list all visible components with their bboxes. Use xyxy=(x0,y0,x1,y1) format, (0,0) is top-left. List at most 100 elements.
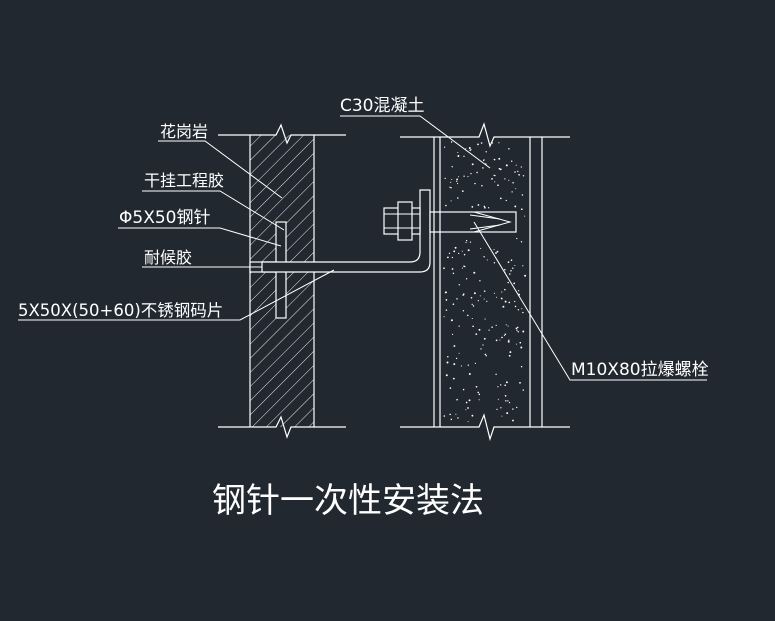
concrete-speckle xyxy=(450,319,453,322)
concrete-speckle xyxy=(522,175,525,177)
concrete-speckle xyxy=(501,336,503,339)
concrete-speckle xyxy=(451,268,454,270)
concrete-speckle xyxy=(470,297,473,299)
concrete-speckle xyxy=(512,408,514,410)
concrete-speckle xyxy=(455,413,457,415)
concrete-speckle xyxy=(497,184,499,187)
concrete-speckle xyxy=(514,171,516,173)
concrete-speckle xyxy=(503,335,505,337)
concrete-speckle xyxy=(514,205,517,208)
concrete-speckle xyxy=(514,264,516,267)
concrete-speckle xyxy=(483,205,486,208)
leader-granite xyxy=(158,140,283,199)
concrete-speckle xyxy=(467,407,469,409)
concrete-speckle xyxy=(516,326,519,329)
concrete-speckle xyxy=(505,324,507,326)
concrete-speckle xyxy=(452,272,455,275)
concrete-speckle xyxy=(515,327,518,330)
concrete-speckle xyxy=(463,175,465,177)
concrete-speckle xyxy=(482,167,484,169)
concrete-speckle xyxy=(511,191,513,193)
concrete-speckle xyxy=(461,190,464,192)
concrete-speckle xyxy=(444,177,446,180)
concrete-speckle xyxy=(461,267,463,269)
concrete-break-bottom xyxy=(400,413,570,442)
concrete-speckle xyxy=(471,303,473,306)
concrete-speckle xyxy=(465,401,468,404)
concrete-speckle xyxy=(457,151,459,154)
concrete-speckle xyxy=(471,163,474,166)
concrete-speckle xyxy=(454,246,457,249)
concrete-speckle xyxy=(444,146,446,148)
concrete-speckle xyxy=(495,339,498,342)
concrete-speckle xyxy=(478,399,480,401)
concrete-speckle xyxy=(465,409,467,411)
concrete-speckle xyxy=(447,355,449,358)
concrete-speckle xyxy=(469,241,472,243)
concrete-speckle xyxy=(443,415,446,417)
concrete-speckle xyxy=(458,252,460,255)
concrete-speckle xyxy=(451,166,453,168)
concrete-speckle xyxy=(477,391,479,394)
concrete-speckle xyxy=(456,180,458,182)
concrete-speckle xyxy=(450,141,453,143)
concrete-speckle xyxy=(471,317,473,320)
concrete-speckle xyxy=(499,197,502,200)
concrete-speckle xyxy=(462,310,465,312)
concrete-speckle xyxy=(498,142,500,144)
concrete-speckle xyxy=(517,331,520,333)
concrete-speckle xyxy=(520,241,523,243)
concrete-speckle xyxy=(508,401,511,404)
concrete-speckle xyxy=(445,309,448,311)
concrete-speckle xyxy=(497,386,499,388)
concrete-speckle xyxy=(512,267,514,269)
concrete-speckle xyxy=(465,278,468,280)
concrete-speckle xyxy=(461,250,463,252)
concrete-speckle xyxy=(507,400,509,402)
concrete-speckle xyxy=(524,274,527,277)
concrete-speckle xyxy=(509,351,512,354)
concrete-speckle xyxy=(478,393,481,396)
concrete-speckle xyxy=(447,256,449,259)
concrete-speckle xyxy=(515,343,517,345)
concrete-speckle xyxy=(462,293,465,296)
concrete-speckle xyxy=(522,389,525,391)
concrete-speckle xyxy=(517,170,519,173)
concrete-speckle xyxy=(500,407,502,409)
concrete-speckle xyxy=(495,252,497,254)
concrete-speckle xyxy=(477,204,480,206)
concrete-speckle xyxy=(458,284,461,286)
concrete-speckle xyxy=(482,344,484,346)
concrete-speckle xyxy=(513,282,516,285)
concrete-speckle xyxy=(516,237,518,240)
concrete-speckle xyxy=(464,266,466,268)
leader-bolt xyxy=(473,221,707,381)
concrete-speckle xyxy=(450,181,452,183)
concrete-speckle xyxy=(498,157,501,160)
concrete-speckle xyxy=(519,382,521,384)
concrete-speckle xyxy=(504,384,507,387)
concrete-speckle xyxy=(510,259,513,262)
concrete-speckle xyxy=(470,172,472,175)
concrete-speckle xyxy=(479,280,481,282)
concrete-speckle xyxy=(475,385,478,388)
concrete-speckle xyxy=(520,365,523,368)
concrete-speckle xyxy=(463,155,465,157)
concrete-speckle xyxy=(468,373,471,375)
concrete-speckle xyxy=(485,355,487,357)
steel-bracket xyxy=(261,189,431,273)
concrete-speckle xyxy=(512,182,514,184)
concrete-speckle xyxy=(501,291,503,293)
concrete-speckle xyxy=(504,394,507,397)
concrete-speckle xyxy=(468,399,471,402)
concrete-speckle xyxy=(508,301,511,304)
leader-concrete xyxy=(340,115,491,169)
concrete-speckle xyxy=(484,318,486,320)
concrete-speckle xyxy=(505,400,507,402)
concrete-speckle xyxy=(504,268,506,271)
concrete-speckle xyxy=(471,206,474,208)
concrete-speckle xyxy=(508,354,511,357)
concrete-speckle xyxy=(506,412,509,415)
concrete-speckle xyxy=(457,197,459,199)
